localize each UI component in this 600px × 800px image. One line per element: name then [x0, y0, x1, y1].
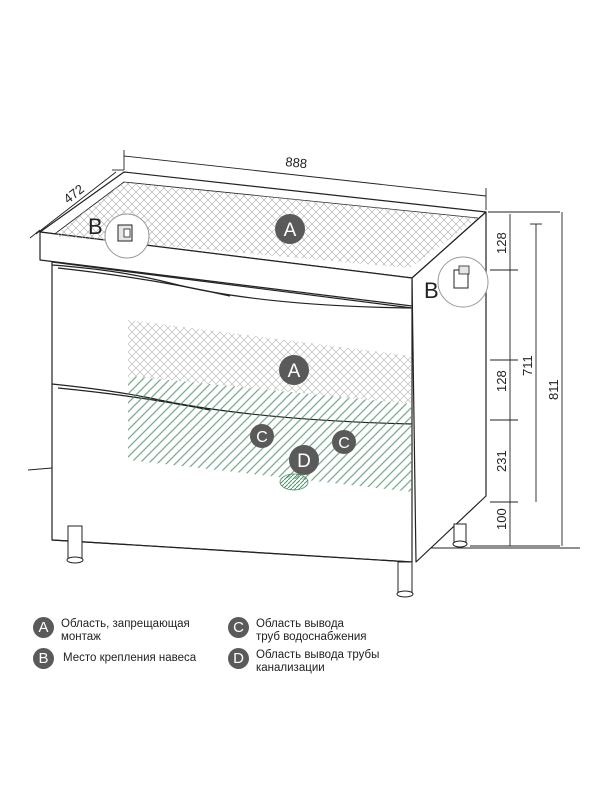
prohibited-area-top [52, 182, 478, 268]
marker-a-front: A [279, 355, 309, 385]
marker-d: D [289, 445, 319, 475]
dim-front-height: 711 [520, 355, 535, 376]
marker-c-right: C [332, 430, 356, 454]
dim-legs: 100 [494, 508, 509, 530]
dim-total-height: 811 [546, 379, 561, 400]
dim-top-panel: 128 [494, 232, 509, 254]
legend-text-b1: Место крепления навеса [63, 652, 197, 664]
drain-area [279, 473, 309, 491]
legend-badge-a: A [33, 617, 54, 638]
legend-text-d2: канализации [256, 662, 325, 674]
svg-text:A: A [288, 361, 301, 382]
legend-text-d1: Область вывода трубы [256, 649, 380, 661]
svg-text:D: D [297, 451, 311, 472]
svg-text:C: C [338, 435, 350, 452]
legend-text-c1: Область вывода [256, 618, 344, 630]
dimension-lines [29, 150, 563, 547]
dim-lower-zone: 231 [494, 450, 509, 472]
svg-text:C: C [256, 429, 268, 446]
marker-b-right: B [424, 278, 439, 303]
dim-width: 888 [285, 154, 308, 171]
legend-badge-c: C [228, 617, 249, 638]
legend-text-a1: Область, запрещающая [61, 618, 190, 630]
legs [66, 523, 468, 598]
marker-a-top: A [275, 214, 305, 244]
hanger-detail-left [104, 213, 150, 259]
legend-text-c2: труб водоснабжения [256, 631, 367, 643]
marker-b-left: B [88, 214, 103, 239]
marker-c-left: C [250, 424, 274, 448]
legend-badge-b: B [33, 648, 54, 669]
svg-text:A: A [284, 220, 297, 241]
legend-badge-d: D [228, 648, 249, 669]
dim-drawer-gap: 128 [494, 370, 509, 392]
legend-text-a2: монтаж [61, 631, 101, 643]
wall-lines [27, 467, 580, 549]
hanger-detail-right [437, 256, 489, 308]
